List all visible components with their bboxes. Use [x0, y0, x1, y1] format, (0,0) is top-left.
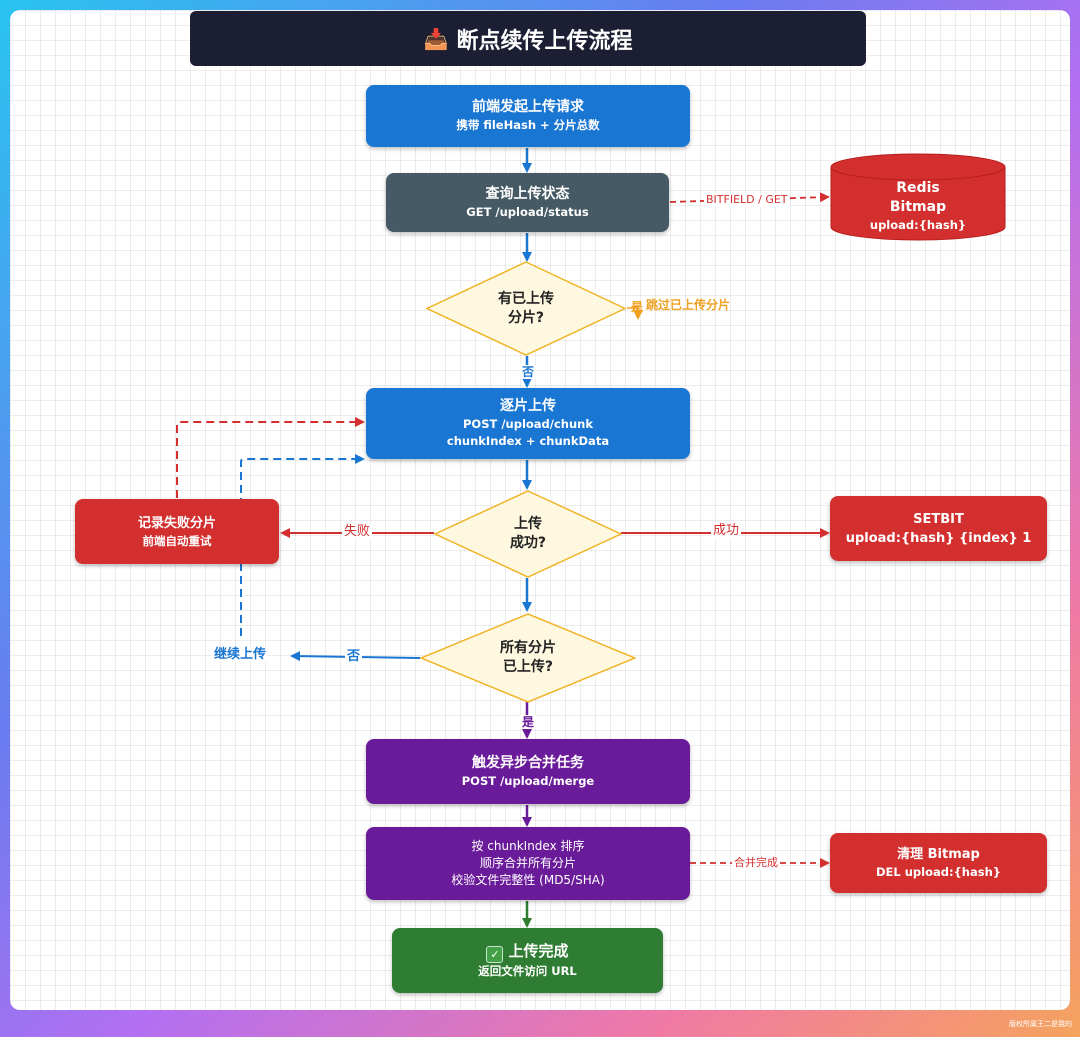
node-record-failed-title: 记录失败分片	[137, 515, 216, 531]
decision-upload-success: 上传 成功?	[434, 490, 622, 578]
arrow-fail-to-chunk	[176, 417, 365, 498]
node-clean-title: 清理 Bitmap	[897, 847, 980, 862]
decision-upload-success-line2: 成功?	[509, 535, 547, 551]
node-trigger-merge-endpoint: POST /upload/merge	[461, 773, 595, 788]
node-trigger-merge-title: 触发异步合并任务	[472, 754, 584, 771]
node-redis-key: upload:{hash}	[869, 218, 967, 232]
node-record-failed: 记录失败分片 前端自动重试	[75, 499, 279, 564]
node-start-subtitle: 携带 fileHash + 分片总数	[456, 118, 600, 132]
node-clean-bitmap: 清理 Bitmap DEL upload:{hash}	[830, 833, 1047, 893]
node-chunk-params: chunkIndex + chunkData	[446, 434, 610, 448]
decision-has-uploaded: 有已上传 分片?	[426, 261, 626, 356]
label-merge-done: 合并完成	[732, 856, 780, 870]
decision-all-uploaded-line2: 已上传?	[502, 659, 554, 675]
label-no-1: 否	[520, 365, 537, 379]
label-fail: 失败	[342, 524, 373, 539]
node-sort-merge: 按 chunkIndex 排序 顺序合并所有分片 校验文件完整性 (MD5/SH…	[366, 827, 690, 900]
node-redis-bitmap: Redis Bitmap upload:{hash}	[830, 153, 1006, 241]
node-trigger-merge: 触发异步合并任务 POST /upload/merge	[366, 739, 690, 804]
node-chunk-title: 逐片上传	[500, 398, 556, 414]
node-sort-line1: 按 chunkIndex 排序	[471, 839, 585, 853]
node-redis-subtitle: Bitmap	[889, 199, 947, 215]
decision-has-uploaded-line1: 有已上传	[498, 290, 554, 307]
label-no-2: 否	[345, 649, 363, 664]
page-title: 📥 断点续传上传流程	[190, 11, 866, 66]
node-query-title: 查询上传状态	[485, 185, 570, 202]
node-setbit-command: upload:{hash} {index} 1	[845, 530, 1032, 546]
node-query-status: 查询上传状态 GET /upload/status	[386, 173, 669, 232]
label-success: 成功	[711, 523, 742, 538]
node-setbit-title: SETBIT	[913, 511, 964, 527]
decision-has-uploaded-line2: 分片?	[507, 309, 545, 326]
node-sort-line2: 顺序合并所有分片	[479, 856, 576, 870]
node-query-subtitle: GET /upload/status	[466, 204, 589, 219]
node-sort-line3: 校验文件完整性 (MD5/SHA)	[451, 873, 605, 887]
arrow-d1-yes	[627, 307, 643, 320]
label-yes-skip: 是	[631, 300, 644, 314]
node-start-title: 前端发起上传请求	[472, 99, 584, 115]
arrow-continue-to-chunk	[240, 454, 365, 636]
inbox-tray-icon: 📥	[423, 26, 449, 51]
page-title-text: 断点续传上传流程	[456, 28, 633, 54]
check-mark-icon: ✓	[486, 945, 504, 963]
node-setbit: SETBIT upload:{hash} {index} 1	[830, 496, 1047, 561]
node-upload-complete-subtitle: 返回文件访问 URL	[478, 963, 577, 978]
watermark-text: 版权所属王二是我的	[1009, 1020, 1072, 1028]
decision-all-uploaded: 所有分片 已上传?	[420, 613, 636, 703]
node-upload-complete-title: 上传完成	[508, 941, 569, 960]
node-chunk-upload: 逐片上传 POST /upload/chunk chunkIndex + chu…	[366, 388, 690, 459]
arrow-query-to-redis	[669, 192, 830, 203]
label-continue-upload: 继续上传	[212, 647, 269, 662]
diagram-canvas: 📥 断点续传上传流程 前端发起上传请求 携带 fileHash + 分片总数 查…	[10, 10, 1070, 1010]
decision-upload-success-line1: 上传	[514, 516, 542, 532]
label-yes-2: 是	[520, 715, 537, 729]
node-chunk-endpoint: POST /upload/chunk	[462, 417, 593, 431]
label-skip-uploaded: 跳过已上传分片	[646, 298, 731, 312]
node-upload-complete: ✓上传完成 返回文件访问 URL	[392, 928, 663, 993]
node-record-failed-subtitle: 前端自动重试	[142, 533, 212, 548]
node-start-upload: 前端发起上传请求 携带 fileHash + 分片总数	[366, 85, 690, 147]
node-redis-title: Redis	[896, 180, 940, 196]
label-bitfield: BITFIELD / GET	[704, 193, 790, 207]
decision-all-uploaded-line1: 所有分片	[500, 640, 556, 656]
node-clean-command: DEL upload:{hash}	[876, 865, 1001, 879]
